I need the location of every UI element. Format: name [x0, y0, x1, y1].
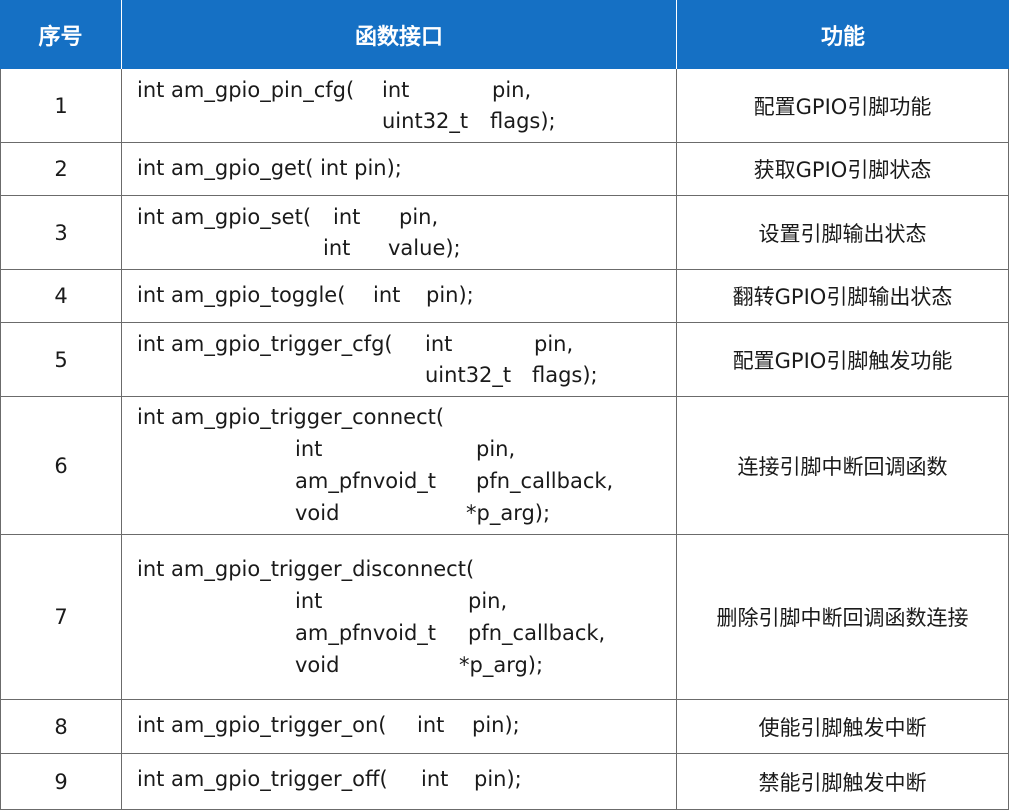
code-token: pin,	[399, 205, 439, 229]
function-signature: int am_gpio_trigger_on( int pin);	[122, 700, 677, 753]
header-function: 函数接口	[122, 0, 677, 69]
code-token: int	[373, 283, 401, 307]
code-token: pfn_callback,	[468, 621, 606, 645]
code-line: int am_gpio_pin_cfg(	[137, 78, 355, 102]
code-token: flags);	[532, 363, 598, 387]
function-signature: int am_gpio_get( int pin);	[122, 143, 677, 195]
code-line: int am_gpio_trigger_on(	[137, 713, 387, 737]
row-index: 8	[0, 700, 122, 753]
code-token: int	[417, 713, 445, 737]
row-index: 3	[0, 196, 122, 269]
table-row: 5 int am_gpio_trigger_cfg( int pin, uint…	[0, 323, 1009, 397]
code-token: am_pfnvoid_t	[295, 469, 437, 493]
code-token: void	[295, 501, 340, 525]
code-token: uint32_t	[382, 109, 469, 133]
header-index: 序号	[0, 0, 122, 69]
code-token: pin,	[492, 78, 532, 102]
header-description: 功能	[820, 24, 865, 50]
table-row: 3 int am_gpio_set( int pin, int value); …	[0, 196, 1009, 270]
code-token: int	[295, 589, 323, 613]
row-index: 4	[0, 270, 122, 322]
code-line: int am_gpio_trigger_off(	[137, 767, 388, 791]
code-token: uint32_t	[425, 363, 512, 387]
function-signature: int am_gpio_toggle( int pin);	[122, 270, 677, 322]
row-index: 2	[0, 143, 122, 195]
code-token: pfn_callback,	[476, 469, 614, 493]
function-signature: int am_gpio_set( int pin, int value);	[122, 196, 677, 269]
table-row: 4 int am_gpio_toggle( int pin); 翻转GPIO引脚…	[0, 270, 1009, 323]
table-row: 6 int am_gpio_trigger_connect( int pin, …	[0, 397, 1009, 535]
function-signature: int am_gpio_pin_cfg( int pin, uint32_t f…	[122, 69, 677, 142]
code-token: int	[421, 767, 449, 791]
code-token: value);	[388, 236, 461, 260]
function-description: 禁能引脚触发中断	[677, 754, 1009, 809]
table-row: 8 int am_gpio_trigger_on( int pin); 使能引脚…	[0, 700, 1009, 754]
row-index: 6	[0, 397, 122, 534]
code-line: int am_gpio_trigger_connect(	[137, 405, 445, 429]
table-header: 序号 函数接口 功能	[0, 0, 1009, 69]
table-row: 7 int am_gpio_trigger_disconnect( int pi…	[0, 535, 1009, 700]
table-row: 2 int am_gpio_get( int pin); 获取GPIO引脚状态	[0, 143, 1009, 196]
row-index: 7	[0, 535, 122, 699]
code-token: pin,	[476, 437, 516, 461]
code-token: int	[382, 78, 410, 102]
code-token: *p_arg);	[459, 653, 544, 677]
code-token: pin);	[474, 767, 522, 791]
function-signature: int am_gpio_trigger_connect( int pin, am…	[122, 397, 677, 534]
code-line: int am_gpio_get( int pin);	[137, 156, 402, 180]
code-token: pin,	[468, 589, 508, 613]
function-signature: int am_gpio_trigger_disconnect( int pin,…	[122, 535, 677, 699]
code-token: flags);	[490, 109, 556, 133]
function-description: 使能引脚触发中断	[677, 700, 1009, 753]
code-token: int	[425, 332, 453, 356]
function-description: 配置GPIO引脚触发功能	[677, 323, 1009, 396]
code-line: int am_gpio_trigger_cfg(	[137, 332, 393, 356]
row-index: 5	[0, 323, 122, 396]
function-description: 连接引脚中断回调函数	[677, 397, 1009, 534]
row-index: 9	[0, 754, 122, 809]
function-description: 设置引脚输出状态	[677, 196, 1009, 269]
code-token: int	[323, 236, 351, 260]
code-line: int am_gpio_set(	[137, 205, 312, 229]
code-token: void	[295, 653, 340, 677]
code-token: *p_arg);	[466, 501, 551, 525]
code-line: int am_gpio_toggle(	[137, 283, 346, 307]
function-description: 配置GPIO引脚功能	[677, 69, 1009, 142]
table-row: 1 int am_gpio_pin_cfg( int pin, uint32_t…	[0, 69, 1009, 143]
table-row: 9 int am_gpio_trigger_off( int pin); 禁能引…	[0, 754, 1009, 810]
code-token: int	[295, 437, 323, 461]
code-token: am_pfnvoid_t	[295, 621, 437, 645]
code-token: pin);	[426, 283, 474, 307]
code-line: int am_gpio_trigger_disconnect(	[137, 557, 475, 581]
function-description: 翻转GPIO引脚输出状态	[677, 270, 1009, 322]
code-token: int	[333, 205, 361, 229]
row-index: 1	[0, 69, 122, 142]
code-token: pin,	[534, 332, 574, 356]
code-token: pin);	[472, 713, 520, 737]
function-description: 获取GPIO引脚状态	[677, 143, 1009, 195]
function-description: 删除引脚中断回调函数连接	[677, 535, 1009, 699]
function-signature: int am_gpio_trigger_off( int pin);	[122, 754, 677, 809]
function-signature: int am_gpio_trigger_cfg( int pin, uint32…	[122, 323, 677, 396]
